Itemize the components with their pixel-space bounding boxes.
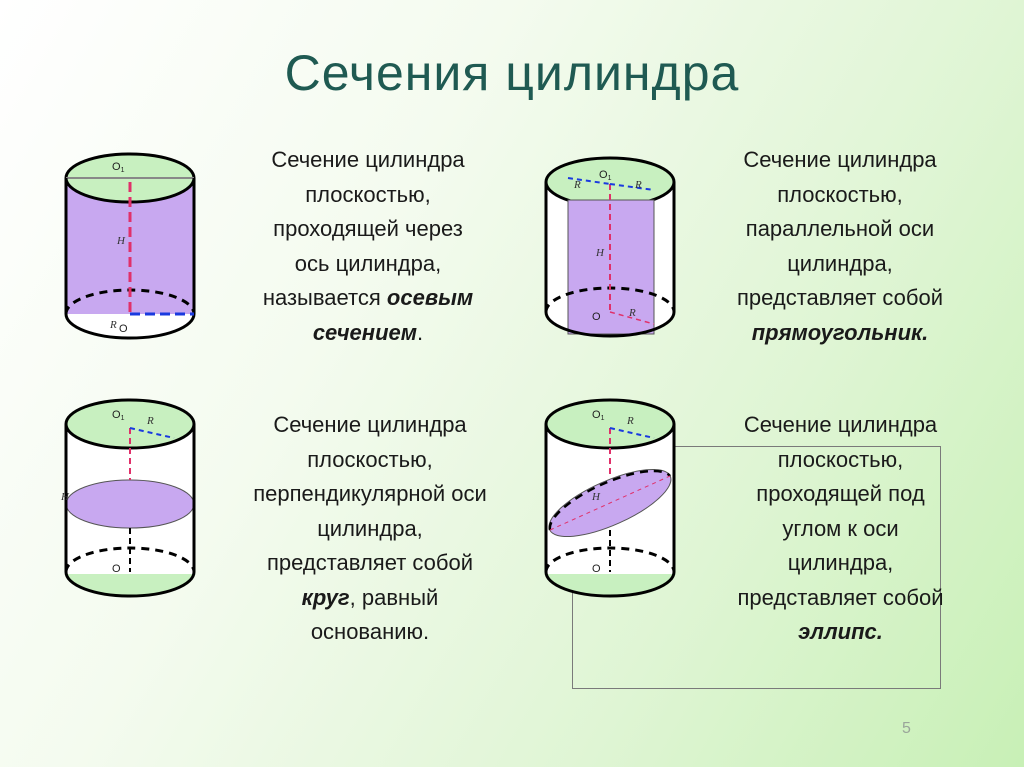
radius-line (567, 177, 611, 185)
radius-line (609, 183, 655, 191)
svg-text:O1: O1 (112, 161, 125, 174)
bottom-base (64, 313, 196, 340)
svg-text:R: R (146, 415, 154, 427)
svg-text:H: H (591, 491, 601, 503)
svg-text:R: R (626, 415, 634, 427)
svg-text:R: R (634, 179, 642, 191)
svg-text:O: O (592, 311, 601, 323)
svg-text:O: O (592, 563, 601, 575)
svg-text:H: H (116, 235, 126, 247)
svg-text:O1: O1 (592, 409, 605, 422)
cylinder-angled-section: O1 R H O (544, 398, 676, 598)
bottom-base (544, 311, 676, 338)
svg-text:R: R (109, 319, 117, 331)
text-axial-section: Сечение цилиндра плоскостью, проходящей … (262, 147, 474, 345)
cylinder-parallel-section: O1 R R H O R (544, 156, 676, 338)
svg-text:O: O (119, 323, 128, 335)
svg-text:H: H (60, 491, 70, 503)
text-angled-section: Сечение цилиндра плоскостью, проходящей … (737, 412, 944, 644)
bottom-base (64, 571, 196, 598)
slide-title: Сечения цилиндра (284, 45, 740, 101)
svg-text:O1: O1 (112, 409, 125, 422)
circle-section (65, 479, 195, 529)
svg-text:R: R (628, 307, 636, 319)
cylinder-axial-section: O1 H R O (64, 152, 196, 340)
bottom-base (544, 571, 676, 598)
radius-line (609, 427, 655, 439)
radius-line (129, 427, 175, 439)
svg-text:H: H (595, 247, 605, 259)
text-parallel-section: Сечение цилиндра плоскостью, параллельно… (736, 147, 944, 345)
page-number: 5 (902, 720, 911, 737)
cylinder-perpendicular-section: O1 R H O (60, 398, 196, 598)
svg-text:R: R (573, 179, 581, 191)
svg-text:O: O (112, 563, 121, 575)
text-perpendicular-section: Сечение цилиндра плоскостью, перпендикул… (253, 412, 487, 644)
svg-text:O1: O1 (599, 169, 612, 182)
